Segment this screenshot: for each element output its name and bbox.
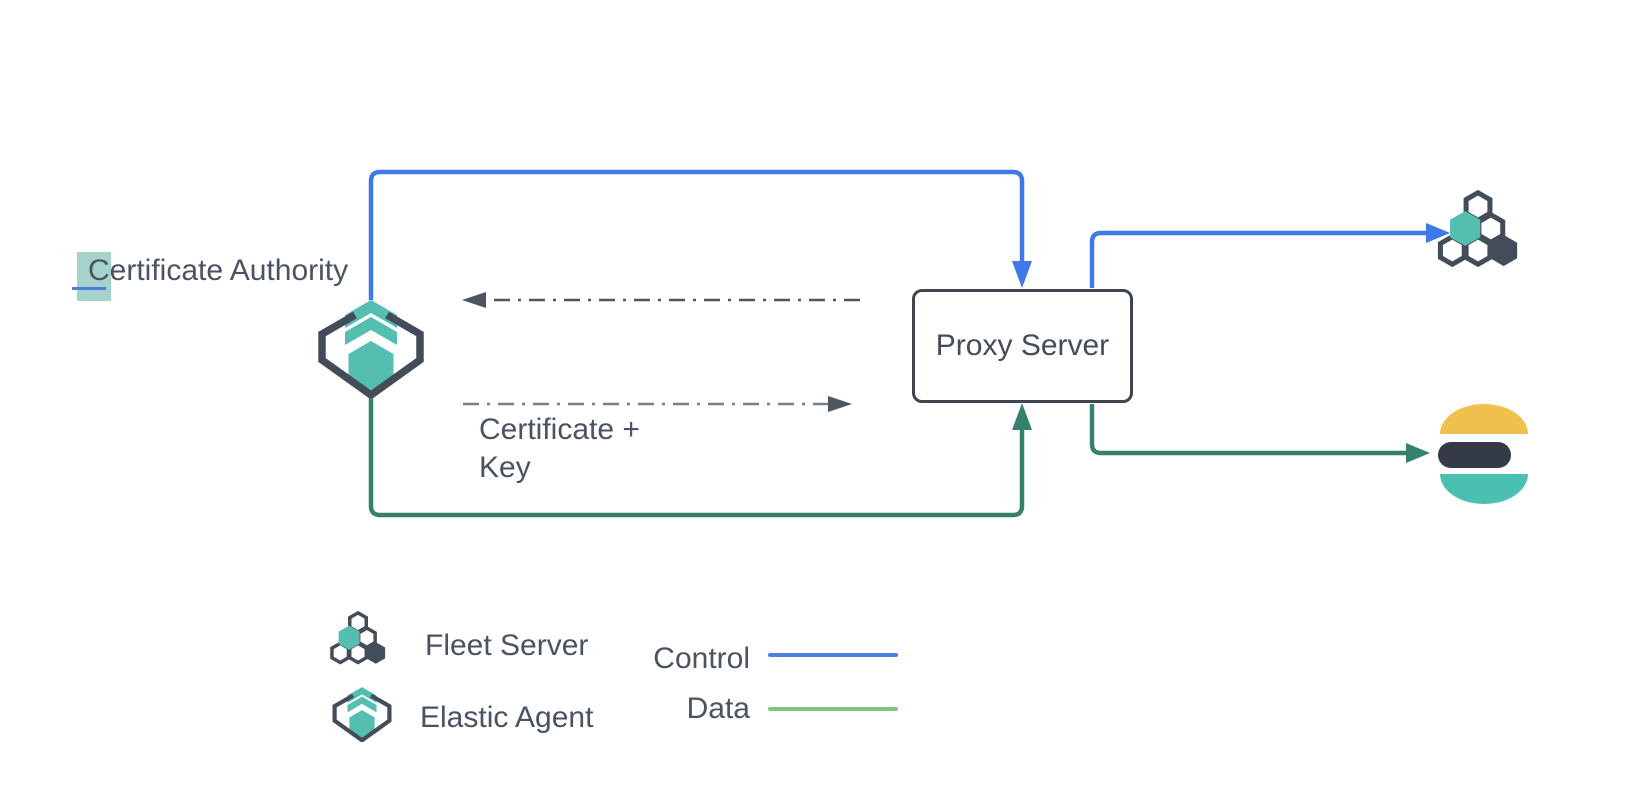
- control-connector-agent-to-proxy[interactable]: [368, 169, 1032, 300]
- agent-chevron-top: [345, 300, 397, 328]
- legend-agent-chevron-top: [347, 687, 377, 703]
- data-connector-proxy-to-elasticsearch[interactable]: [1089, 404, 1430, 463]
- agent-chevron-bottom: [345, 317, 397, 345]
- elasticsearch-yellow-dome: [1440, 404, 1528, 434]
- proxy-server-label: Proxy Server: [935, 329, 1110, 362]
- legend-fleet-server-label: Fleet Server: [425, 629, 589, 662]
- legend-fleet-teal-hexagon: [338, 625, 360, 650]
- data-arrowhead-elasticsearch: [1406, 443, 1430, 463]
- legend-control-line: [768, 653, 898, 657]
- legend-agent-chevron-bottom: [347, 696, 377, 713]
- elasticsearch-teal-dome: [1440, 474, 1528, 504]
- data-line-agent-proxy[interactable]: [368, 394, 1025, 518]
- legend-data-line: [768, 707, 898, 711]
- certificate-authority-label[interactable]: Certificate Authority: [88, 254, 349, 287]
- data-arrowhead-proxy-bottom: [1012, 403, 1032, 430]
- agent-bracket: [318, 311, 424, 398]
- data-connector-agent-to-proxy[interactable]: [368, 394, 1032, 518]
- agent-hexagon: [348, 341, 394, 393]
- control-line-agent-proxy[interactable]: [368, 169, 1025, 300]
- legend-control-label: Control: [653, 642, 750, 675]
- dashed-connector-agent-to-proxy[interactable]: [463, 396, 852, 412]
- legend-fleet-dark-hexagon: [366, 642, 386, 664]
- legend-data-label: Data: [686, 692, 750, 725]
- legend-agent-bracket: [332, 693, 392, 742]
- ca-text-highlight: [77, 252, 111, 301]
- proxy-server-box[interactable]: Proxy Server: [912, 289, 1133, 403]
- control-connector-proxy-to-fleet[interactable]: [1089, 223, 1450, 288]
- control-arrowhead-proxy-top: [1012, 261, 1032, 288]
- fleet-teal-hexagon: [1450, 211, 1481, 246]
- control-line-proxy-fleet[interactable]: [1089, 230, 1426, 288]
- legend-elastic-agent-icon[interactable]: [329, 686, 395, 742]
- dashed-arrowhead-right: [828, 396, 852, 412]
- elasticsearch-dark-bar: [1438, 442, 1511, 468]
- legend-elastic-agent-label: Elastic Agent: [420, 701, 594, 734]
- dashed-connector-proxy-to-agent[interactable]: [462, 292, 860, 308]
- fleet-server-icon[interactable]: [1432, 190, 1524, 278]
- ca-text-cursor-underline: [72, 287, 106, 290]
- dashed-arrowhead-left: [462, 292, 486, 308]
- fleet-dark-hexagon: [1490, 234, 1518, 267]
- elasticsearch-icon[interactable]: [1438, 404, 1530, 504]
- legend-fleet-server-icon[interactable]: [326, 611, 390, 672]
- data-line-proxy-elasticsearch[interactable]: [1089, 404, 1406, 456]
- control-arrowhead-fleet: [1426, 223, 1450, 243]
- certificate-key-label[interactable]: Certificate + Key: [479, 413, 640, 484]
- legend-agent-hexagon: [349, 710, 375, 740]
- elastic-agent-icon[interactable]: [312, 298, 430, 398]
